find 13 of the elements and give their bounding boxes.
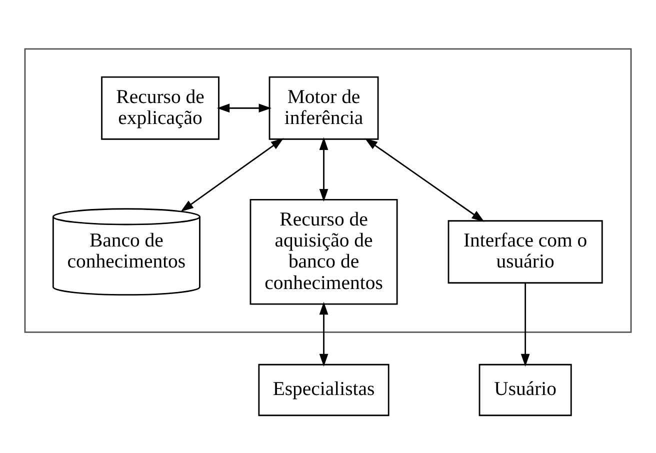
arrow	[364, 138, 484, 222]
arrow	[520, 283, 530, 367]
node-box: Usuário	[478, 364, 572, 416]
arrow	[319, 137, 328, 202]
arrow	[180, 138, 284, 212]
arrow	[319, 302, 328, 367]
node-box: Especialistas	[258, 364, 390, 416]
node-box: Recurso de aquisição de banco de conhecimentos	[250, 199, 398, 305]
node-box: Recurso de explicação	[101, 76, 220, 140]
arrow	[216, 104, 272, 113]
node-box: Motor de inferência	[268, 76, 379, 140]
node-box: Interface com o usuário	[448, 220, 603, 284]
cluster	[24, 48, 632, 333]
